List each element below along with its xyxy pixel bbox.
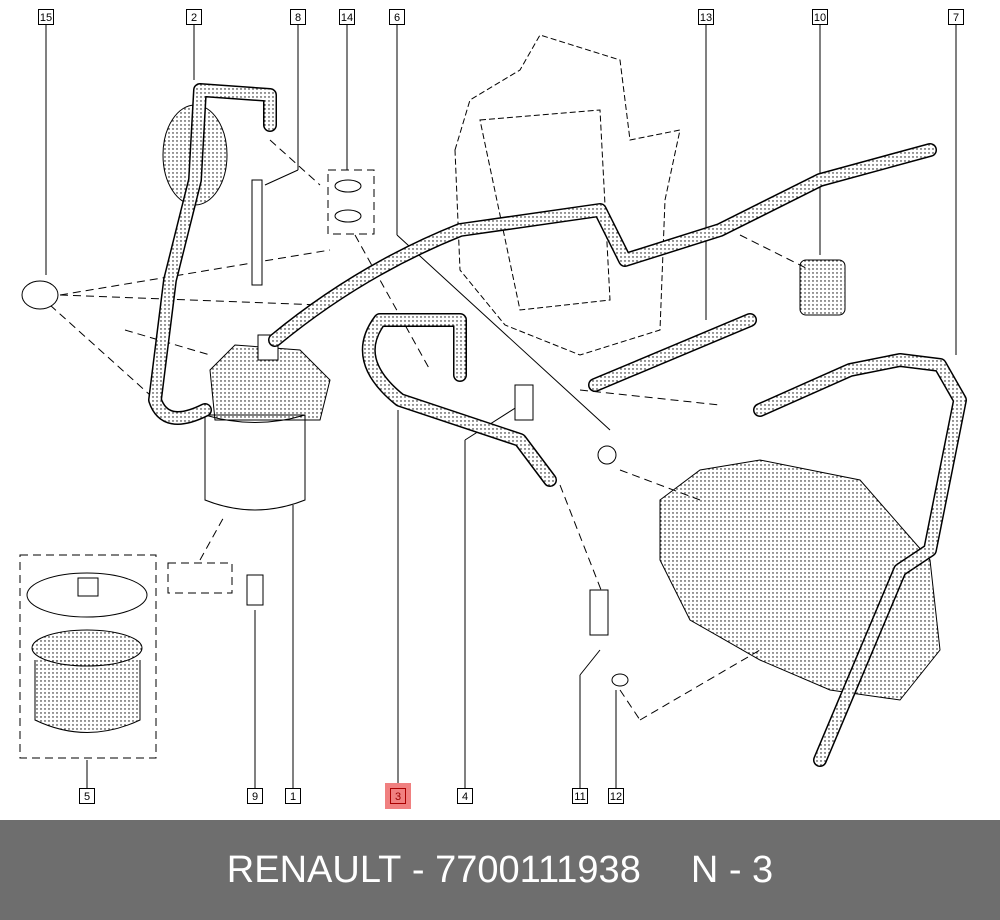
callout-3-highlighted[interactable]: 3: [385, 783, 411, 809]
callout-15[interactable]: 15: [38, 9, 54, 25]
callout-4[interactable]: 4: [457, 788, 473, 804]
part-info-footer: RENAULT - 7700111938 N - 3: [0, 820, 1000, 920]
separator: -: [411, 848, 425, 891]
callout-7[interactable]: 7: [948, 9, 964, 25]
callout-6[interactable]: 6: [389, 9, 405, 25]
callout-8[interactable]: 8: [290, 9, 306, 25]
callout-12[interactable]: 12: [608, 788, 624, 804]
callout-2[interactable]: 2: [186, 9, 202, 25]
callout-9[interactable]: 9: [247, 788, 263, 804]
position-label: N - 3: [690, 848, 774, 891]
callout-11[interactable]: 11: [572, 788, 588, 804]
part-number: 7700111938: [435, 848, 641, 891]
callout-14[interactable]: 14: [339, 9, 355, 25]
callout-10[interactable]: 10: [812, 9, 828, 25]
brand-name: RENAULT: [226, 848, 402, 891]
fuel-system-diagram: [19, 25, 967, 788]
callout-13[interactable]: 13: [698, 9, 714, 25]
callout-1[interactable]: 1: [285, 788, 301, 804]
callout-5[interactable]: 5: [79, 788, 95, 804]
